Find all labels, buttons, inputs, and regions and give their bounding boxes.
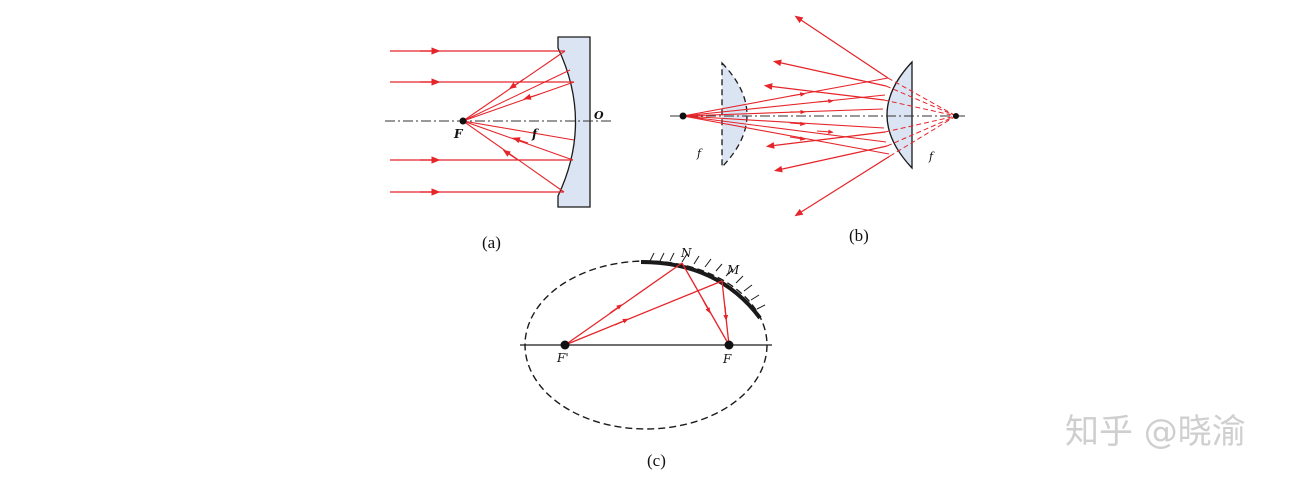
label-vertex-a: O — [594, 109, 604, 122]
ray-arrows-c — [609, 299, 729, 326]
focus-f-prime-c — [560, 340, 570, 350]
source-point-b — [679, 112, 687, 120]
caption-a: (a) — [482, 233, 501, 252]
label-n-c: N — [680, 246, 692, 260]
diagram-c: N M F' F (c) — [520, 246, 772, 470]
virtual-rays-b — [883, 77, 957, 157]
virtual-focus-b — [953, 113, 959, 119]
mirror-arc-c — [640, 260, 762, 320]
caption-b: (b) — [849, 226, 869, 245]
watermark: 知乎 @晓渝 — [1065, 412, 1246, 452]
source-arrows-b — [789, 92, 834, 141]
label-f-c: F — [722, 352, 732, 366]
lens-b — [886, 60, 913, 170]
source-rays-b — [682, 77, 890, 155]
label-m-c: M — [726, 263, 740, 277]
focus-point-a — [459, 117, 467, 125]
mirror-a — [557, 36, 591, 208]
label-focal-a: f — [531, 127, 539, 141]
diagram-b: f f (b) — [670, 15, 965, 245]
reflected-arrows-a — [502, 78, 541, 161]
caption-c: (c) — [647, 451, 666, 470]
diverging-rays-b — [763, 15, 891, 217]
incident-arrows-a — [420, 47, 441, 196]
diagram-a: F f O (a) — [385, 36, 612, 252]
label-focus-a: F — [453, 127, 464, 141]
label-left-focal-b: f — [696, 147, 703, 160]
label-f-prime-c: F' — [556, 351, 569, 365]
mirror-hatching-c — [649, 252, 766, 310]
focus-f-c — [724, 340, 734, 350]
label-right-focal-b: f — [928, 150, 935, 163]
